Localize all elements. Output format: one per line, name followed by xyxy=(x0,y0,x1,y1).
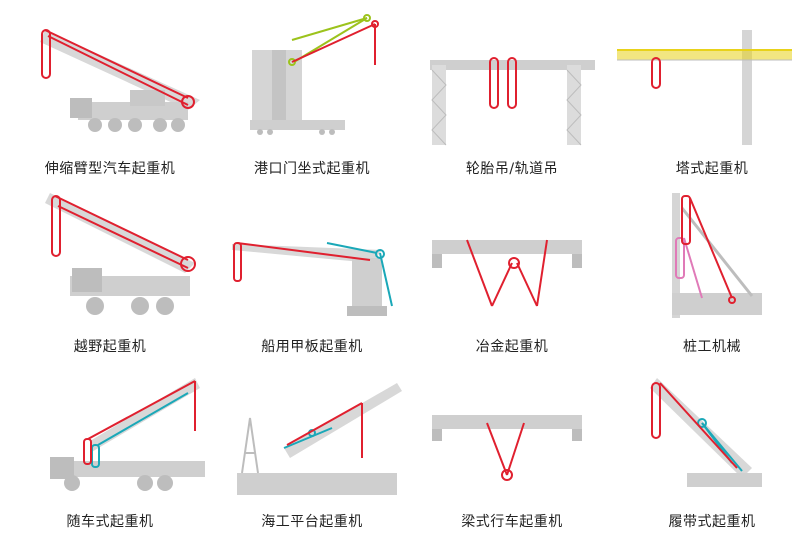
bridge-crane-icon xyxy=(432,415,582,481)
item-label: 梁式行车起重机 xyxy=(461,514,563,530)
metallurgy-crane-icon xyxy=(432,239,582,307)
item-label: 船用甲板起重机 xyxy=(261,339,363,355)
item-label: 随车式起重机 xyxy=(66,514,154,530)
item-ship-deck-crane: 船用甲板起重机 xyxy=(212,188,412,363)
item-label: 海工平台起重机 xyxy=(261,514,363,530)
item-tower-crane: 塔式起重机 xyxy=(612,10,802,185)
item-telescopic-truck-crane: 伸缩臂型汽车起重机 xyxy=(10,10,210,185)
item-rough-terrain-crane: 越野起重机 xyxy=(10,188,210,363)
crawler-crane-icon xyxy=(650,378,762,487)
item-label: 伸缩臂型汽车起重机 xyxy=(44,161,176,177)
ship-deck-crane-icon xyxy=(232,242,393,316)
offshore-crane-icon xyxy=(237,383,402,495)
item-label: 塔式起重机 xyxy=(675,161,749,177)
item-offshore-crane: 海工平台起重机 xyxy=(212,363,412,538)
tower-crane-icon xyxy=(617,30,792,145)
telescopic-truck-crane-icon xyxy=(40,29,200,132)
item-portal-crane: 港口门坐式起重机 xyxy=(212,10,412,185)
item-truck-loader-crane: 随车式起重机 xyxy=(10,363,210,538)
item-label: 越野起重机 xyxy=(73,339,147,355)
item-label: 轮胎吊/轨道吊 xyxy=(465,161,559,177)
item-label: 港口门坐式起重机 xyxy=(254,161,370,177)
item-bridge-crane: 梁式行车起重机 xyxy=(412,363,612,538)
item-metallurgy-crane: 冶金起重机 xyxy=(412,188,612,363)
item-label: 履带式起重机 xyxy=(668,514,756,530)
item-label: 桩工机械 xyxy=(683,339,741,355)
rtg-rail-crane-icon xyxy=(430,57,595,146)
item-rtg-rail-crane: 轮胎吊/轨道吊 xyxy=(412,10,612,185)
rough-terrain-crane-icon xyxy=(45,193,196,315)
item-crawler-crane: 履带式起重机 xyxy=(612,363,802,538)
truck-loader-crane-icon xyxy=(50,378,205,491)
item-pile-machine: 桩工机械 xyxy=(612,188,802,363)
item-label: 冶金起重机 xyxy=(475,339,549,355)
crane-diagram-grid: 伸缩臂型汽车起重机 港口门坐式起重机 xyxy=(10,10,802,530)
portal-crane-icon xyxy=(250,14,379,135)
pile-machine-icon xyxy=(672,193,762,318)
